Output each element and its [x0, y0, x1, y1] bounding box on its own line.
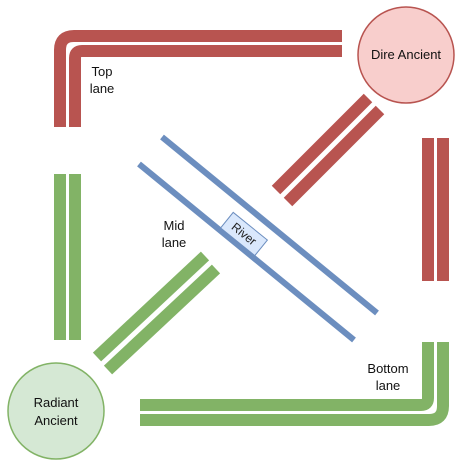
bottom-lane-label-line-2: lane: [376, 378, 401, 393]
dire-right-lane: [422, 138, 449, 281]
top-lane-segment-outer: [54, 30, 342, 127]
bottom-lane-label-line-1: Bottom: [367, 361, 408, 376]
radiant-mid-lane-segment-upper: [92, 251, 210, 362]
bottom-lane-label: Bottom lane: [367, 361, 408, 393]
mid-lane-label: Mid lane: [162, 218, 187, 250]
top-lane-segment-inner: [69, 45, 342, 127]
dire-mid-lane: [271, 93, 385, 207]
mid-lane-label-line-1: Mid: [164, 218, 185, 233]
radiant-mid-lane: [92, 251, 221, 375]
bottom-lane-segment-outer: [140, 342, 449, 426]
bottom-lane: [140, 342, 449, 426]
top-lane-label-line-1: Top: [92, 64, 113, 79]
dire-ancient: Dire Ancient: [357, 6, 455, 104]
dire-mid-lane-segment-upper: [271, 93, 373, 195]
radiant-ancient: Radiant Ancient: [7, 362, 105, 460]
mid-lane-label-line-2: lane: [162, 235, 187, 250]
dire-mid-lane-segment-lower: [283, 105, 385, 207]
dire-ancient-circle: [357, 6, 455, 104]
radiant-ancient-circle: [7, 362, 105, 460]
radiant-mid-lane-segment-lower: [103, 264, 221, 375]
radiant-ancient-label-line-2: Ancient: [34, 413, 78, 428]
river: [137, 134, 379, 343]
river-bank-lower: [137, 161, 356, 343]
dire-ancient-label: Dire Ancient: [371, 47, 441, 62]
top-lane-label: Top lane: [90, 64, 115, 96]
bottom-lane-segment-inner: [140, 342, 434, 411]
river-bank-upper: [160, 134, 379, 316]
top-lane-label-line-2: lane: [90, 81, 115, 96]
river-label-box: [219, 211, 269, 257]
radiant-ancient-label-line-1: Radiant: [34, 395, 79, 410]
top-lane: [54, 30, 342, 127]
radiant-left-lane: [54, 174, 81, 340]
